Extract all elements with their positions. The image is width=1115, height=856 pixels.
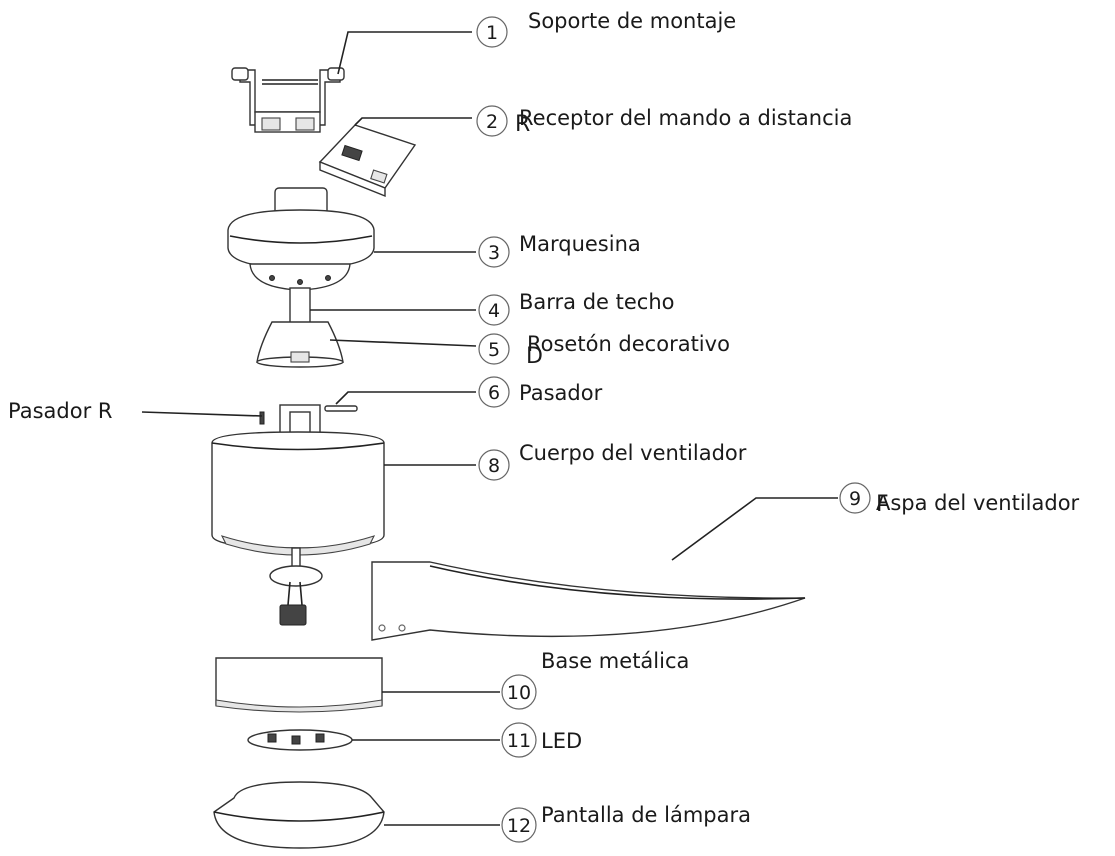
label-led: LED: [541, 729, 582, 753]
callout-number-6: 6: [488, 382, 500, 404]
callout-circle-3: [478, 236, 510, 268]
callout-circle-2: [476, 105, 508, 137]
wiring-drawing: [269, 547, 323, 626]
led-drawing: [247, 729, 353, 751]
overlay-letter-d: D: [526, 344, 543, 369]
callout-circle-6: [478, 376, 510, 408]
mounting-bracket-drawing: [231, 67, 345, 133]
callout-number-4: 4: [488, 300, 500, 322]
label-base-metalica: Base metálica: [541, 649, 689, 673]
callout-circle-5: [478, 333, 510, 365]
callout-number-11: 11: [507, 730, 531, 752]
callout-circle-9: [839, 482, 871, 514]
callout-number-12: 12: [507, 815, 531, 837]
collar-drawing: [256, 321, 344, 368]
callout-number-8: 8: [488, 455, 500, 477]
label-pasador-r: Pasador R: [8, 399, 112, 423]
label-barra-de-techo: Barra de techo: [519, 290, 675, 314]
callout-number-3: 3: [488, 242, 500, 264]
label-marquesina: Marquesina: [519, 232, 641, 256]
label-roseton: Rosetón decorativo: [527, 332, 730, 356]
canopy-drawing: [227, 187, 375, 291]
lamp-shade-drawing: [213, 781, 385, 849]
callout-circle-4: [478, 294, 510, 326]
fan-blade-drawing: [371, 561, 806, 641]
callout-number-2: 2: [486, 111, 498, 133]
pin-drawing: [259, 404, 358, 436]
label-cuerpo: Cuerpo del ventilador: [519, 441, 747, 465]
label-pasador: Pasador: [519, 381, 603, 405]
label-receptor: Receptor del mando a distancia: [519, 106, 852, 130]
callout-number-9: 9: [849, 488, 861, 510]
label-soporte-de-montaje: Soporte de montaje: [528, 9, 736, 33]
callout-circle-8: [478, 449, 510, 481]
callout-circle-10: [501, 674, 537, 710]
overlay-letter-f: F: [876, 492, 889, 517]
fan-body-drawing: [211, 431, 385, 556]
label-pantalla: Pantalla de lámpara: [541, 803, 751, 827]
callout-number-5: 5: [488, 339, 500, 361]
receiver-drawing: [318, 124, 417, 198]
downrod-drawing: [289, 287, 311, 327]
callout-circle-12: [501, 807, 537, 843]
callout-circle-11: [501, 722, 537, 758]
callout-number-10: 10: [507, 682, 531, 704]
callout-circle-1: [476, 16, 508, 48]
overlay-letter-r: R: [515, 112, 530, 137]
label-aspa: Aspa del ventilador: [876, 491, 1080, 515]
metal-base-drawing: [215, 657, 383, 713]
callout-number-1: 1: [486, 22, 498, 44]
